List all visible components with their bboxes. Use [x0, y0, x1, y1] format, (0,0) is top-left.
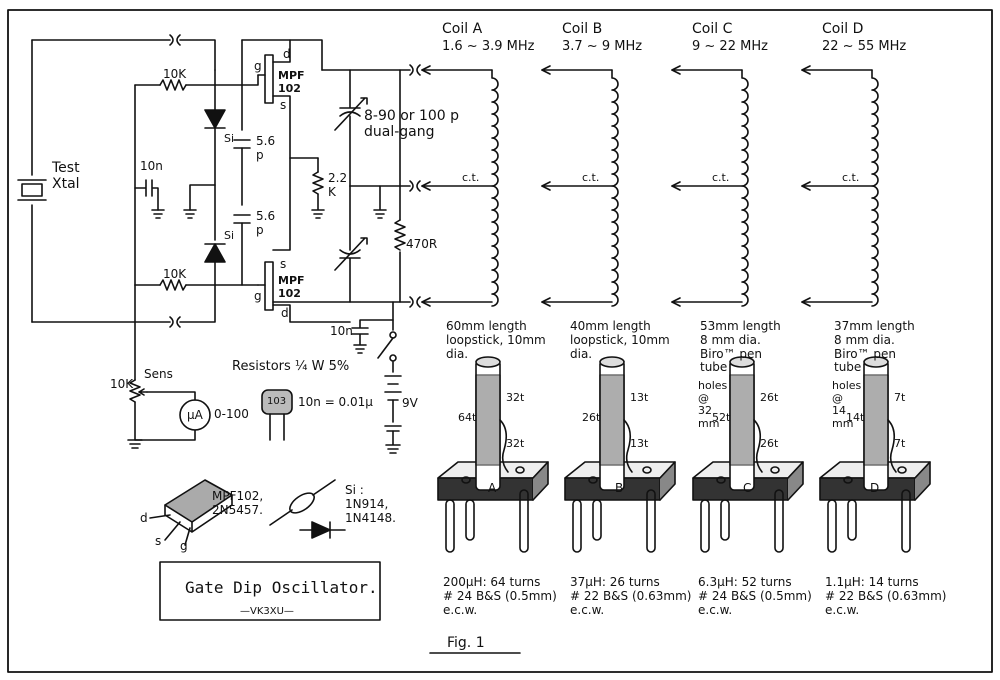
test-xtal-label: Test Xtal: [52, 160, 80, 193]
coil-d-spec: 1.1μH: 14 turns # 22 B&S (0.63mm) e.c.w.: [825, 575, 947, 617]
fet-part-label: MPF102, 2N5457.: [212, 489, 264, 517]
coil-a-schematic: [421, 65, 499, 307]
coil-d-ct: c.t.: [842, 171, 860, 184]
coil-c-holes: holes @ 32 mm: [698, 379, 728, 430]
coil-a-turns-bottom: 32t: [506, 437, 525, 450]
coil-c-turns-top: 26t: [760, 391, 779, 404]
fet-top-gate: g: [254, 59, 262, 73]
schematic-wires: [17, 34, 421, 546]
diode-part-label: Si : 1N914, 1N4148.: [345, 483, 396, 525]
sens-pot-label: 10K: [110, 377, 134, 391]
coil-a-form: [437, 356, 549, 553]
title-box: [159, 561, 381, 621]
fet-bottom-drain: d: [281, 306, 289, 320]
cap-body: [261, 389, 293, 415]
fet-top-drain: d: [283, 47, 291, 61]
crystal-symbol: [21, 183, 43, 197]
r-2k2-label: 2.2 K: [328, 171, 348, 199]
r-470-label: 470R: [406, 237, 438, 251]
coil-a-turns-top: 32t: [506, 391, 525, 404]
resistor-2k2: [312, 171, 324, 195]
variable-cap-label: 8-90 or 100 p dual-gang: [364, 108, 460, 141]
cap-10n-batt-label: 10n: [330, 324, 353, 338]
figure-border: [7, 9, 993, 673]
coil-d-form: [819, 356, 931, 553]
si-top-label: Si: [224, 132, 235, 145]
r-bottom-label: 10K: [163, 267, 187, 281]
resistor-top: [159, 79, 187, 91]
cap-5p6-top-label: 5.6 p: [256, 134, 276, 162]
coil-b-spec: 37μH: 26 turns # 22 B&S (0.63mm) e.c.w.: [570, 575, 692, 617]
coil-d-schematic: [801, 65, 879, 307]
resistor-470r: [394, 219, 406, 251]
resistor-bottom: [159, 279, 187, 291]
coil-c-ct: c.t.: [712, 171, 730, 184]
fet-bottom-body: [264, 261, 274, 311]
coil-b-form: [564, 356, 676, 553]
coil-c-turns-bottom: 26t: [760, 437, 779, 450]
cap-marking: 103: [267, 396, 287, 407]
meter-label: μA: [187, 408, 203, 422]
battery-label: 9V: [402, 396, 418, 410]
si-bottom-label: Si: [224, 229, 235, 242]
fet-bottom-label: MPF 102: [278, 274, 305, 300]
coil-d-base-letter: D: [870, 481, 880, 495]
coil-c-name: Coil C: [692, 21, 733, 37]
cap-5p6-bottom-label: 5.6 p: [256, 209, 276, 237]
coil-d-turns-bottom: 7t: [894, 437, 906, 450]
coil-a-form-note: 60mm length loopstick, 10mm dia.: [446, 319, 546, 361]
coil-d-range: 22 ~ 55 MHz: [822, 39, 907, 54]
meter-range-label: 0-100: [214, 407, 249, 421]
sens-pot: [129, 379, 141, 403]
coil-c-dim: 52t: [712, 411, 731, 424]
coil-c-form-note: 53mm length 8 mm dia. Biro™ pen tube: [700, 319, 781, 375]
coil-b-ct: c.t.: [582, 171, 600, 184]
fet-top-label: MPF 102: [278, 69, 305, 95]
title-signature: —VK3XU—: [240, 606, 294, 617]
coil-a-range: 1.6 ~ 3.9 MHz: [442, 39, 535, 54]
coil-b-dim: 26t: [582, 411, 601, 424]
coil-b-base-letter: B: [615, 481, 624, 495]
coil-d-dim: 14t: [846, 411, 865, 424]
coil-d-holes: holes @ 14 mm: [832, 379, 862, 430]
cap-10n-left-label: 10n: [140, 159, 163, 173]
cap-note: 10n = 0.01μ: [298, 395, 373, 409]
resistors-note: Resistors ¼ W 5%: [232, 359, 350, 374]
coil-c-base-letter: C: [743, 481, 752, 495]
coil-a-name: Coil A: [442, 21, 483, 37]
coil-c-spec: 6.3μH: 52 turns # 24 B&S (0.5mm) e.c.w.: [698, 575, 812, 617]
coil-a-base-letter: A: [488, 481, 497, 495]
coil-c-form: [692, 356, 804, 553]
fet-top-source: s: [280, 98, 287, 112]
coil-a-ct: c.t.: [462, 171, 480, 184]
coil-d-name: Coil D: [822, 21, 864, 37]
fet-top-body: [264, 54, 274, 104]
coil-b-name: Coil B: [562, 21, 603, 37]
fig-caption: Fig. 1: [447, 635, 485, 651]
coil-b-turns-top: 13t: [630, 391, 649, 404]
coil-b-schematic: [541, 65, 619, 307]
fet-pin-d: d: [140, 511, 148, 525]
coil-a-spec: 200μH: 64 turns # 24 B&S (0.5mm) e.c.w.: [443, 575, 557, 617]
coil-b-form-note: 40mm length loopstick, 10mm dia.: [570, 319, 670, 361]
coil-d-form-note: 37mm length 8 mm dia. Biro™ pen tube: [834, 319, 915, 375]
coil-a-dim: 64t: [458, 411, 477, 424]
r-top-label: 10K: [163, 67, 187, 81]
sens-label: Sens: [144, 367, 173, 381]
fet-bottom-source: s: [280, 257, 287, 271]
title-text: Gate Dip Oscillator.: [185, 578, 378, 597]
coil-b-turns-bottom: 13t: [630, 437, 649, 450]
coil-d-turns-top: 7t: [894, 391, 906, 404]
coil-b-range: 3.7 ~ 9 MHz: [562, 39, 643, 54]
fet-bottom-gate: g: [254, 289, 262, 303]
coil-c-schematic: [671, 65, 749, 307]
fet-pin-g: g: [180, 539, 188, 553]
coil-c-range: 9 ~ 22 MHz: [692, 39, 768, 54]
fet-pin-s: s: [155, 534, 162, 548]
